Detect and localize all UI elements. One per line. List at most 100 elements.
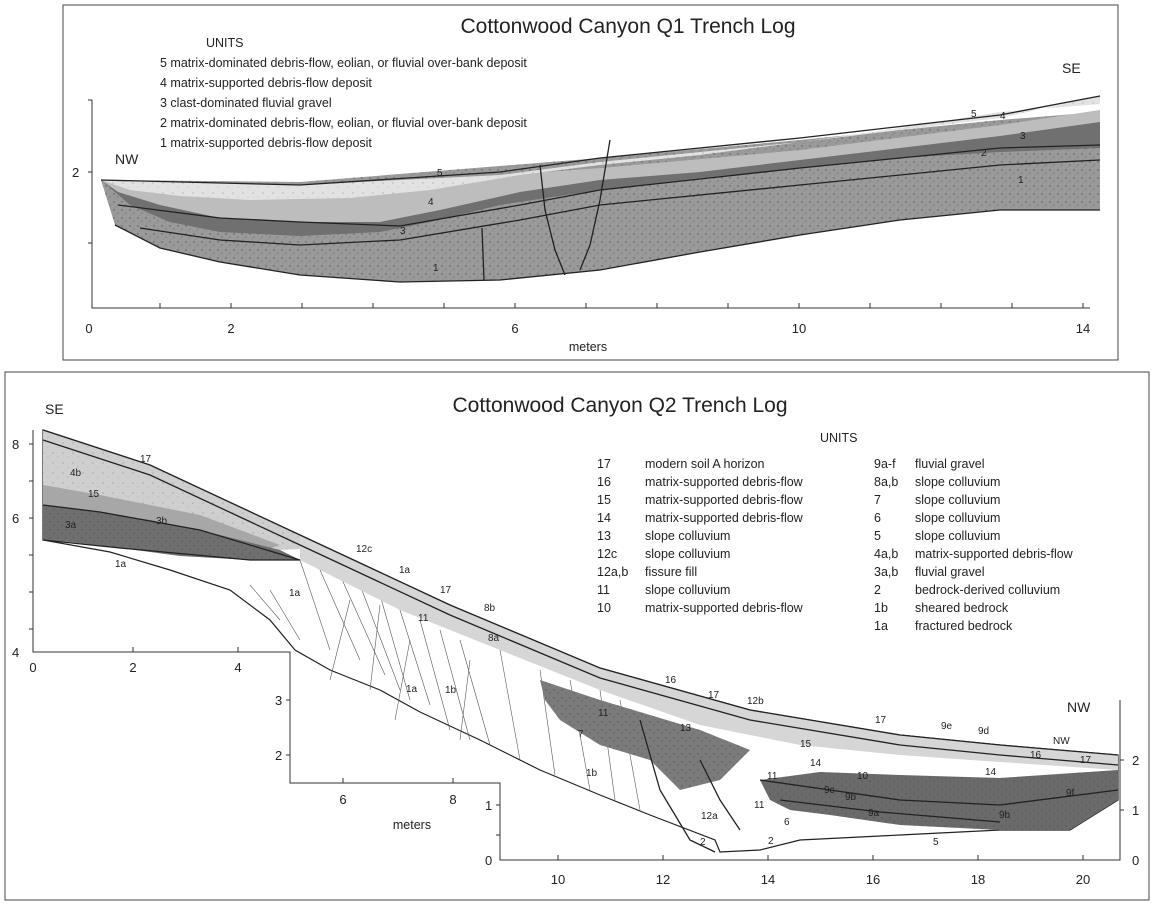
q2-unit-label-12a: 12a <box>701 811 718 822</box>
q2-unit-label-6: 6 <box>784 817 790 828</box>
q1-unit-label-1-right: 1 <box>1018 175 1024 186</box>
q2-right-x-tick-20: 20 <box>1076 872 1090 887</box>
q1-x-tick-0: 0 <box>85 321 92 336</box>
q1-x-tick-10: 10 <box>792 321 806 336</box>
q1-unit-label-3-left: 3 <box>400 226 406 237</box>
q2-unit-label-1a-low: 1a <box>406 684 418 695</box>
q2-unit-label-15: 15 <box>800 739 812 750</box>
q1-unit-label-1-left: 1 <box>433 263 439 274</box>
q2-legend-code-1b: 1b <box>874 601 888 615</box>
q2-mid-y-tick-3: 3 <box>275 693 282 708</box>
q1-unit-label-3-right: 3 <box>1020 131 1026 142</box>
q2-legend-code-5: 5 <box>874 529 881 543</box>
q2-legend-code-11: 11 <box>597 583 610 597</box>
q2-legend-desc-12ab: fissure fill <box>645 565 697 579</box>
q2-direction-nw: NW <box>1067 699 1091 715</box>
q2-legend-desc-12c: slope colluvium <box>645 547 730 561</box>
q2-left-y-tick-4: 4 <box>12 645 19 660</box>
q2-unit-label-12c: 12c <box>356 544 372 555</box>
q2-unit-label-9e: 9e <box>941 721 953 732</box>
q1-unit-label-2-right: 2 <box>981 148 987 159</box>
q2-right-y-tick-2: 2 <box>1132 753 1139 768</box>
q2-unit-label-2-right: 2 <box>768 836 774 847</box>
q2-left-x-tick-4: 4 <box>234 660 241 675</box>
q2-unit-label-17-right: 17 <box>708 690 720 701</box>
q1-legend-5: 5 matrix-dominated debris-flow, eolian, … <box>160 56 527 70</box>
q2-right-x-tick-16: 16 <box>866 872 880 887</box>
q2-direction-se: SE <box>45 401 64 417</box>
q2-legend-desc-7: slope colluvium <box>915 493 1000 507</box>
q2-unit-label-15-left: 15 <box>88 489 100 500</box>
q2-unit-label-8a: 8a <box>488 633 500 644</box>
q2-legend-desc-5: slope colluvium <box>915 529 1000 543</box>
q1-x-axis-label: meters <box>569 340 607 354</box>
q2-unit-label-1b-mid: 1b <box>445 685 457 696</box>
q1-legend-1: 1 matrix-supported debris-flow deposit <box>160 136 372 150</box>
q2-unit-label-9b-right: 9b <box>999 810 1011 821</box>
q2-title: Cottonwood Canyon Q2 Trench Log <box>452 394 787 417</box>
q2-unit-label-9a: 9a <box>868 808 880 819</box>
q1-legend-2: 2 matrix-dominated debris-flow, eolian, … <box>160 116 527 130</box>
q2-unit-label-17-far: 17 <box>875 715 887 726</box>
q2-right-x-tick-12: 12 <box>656 872 670 887</box>
q2-legend-desc-14: matrix-supported debris-flow <box>645 511 804 525</box>
q2-legend-desc-13: slope colluvium <box>645 529 730 543</box>
q2-unit-label-12b: 12b <box>747 696 764 707</box>
q1-legend-4: 4 matrix-supported debris-flow deposit <box>160 76 372 90</box>
q1-direction-se: SE <box>1062 60 1081 76</box>
q2-unit-label-9c: 9c <box>824 785 835 796</box>
q2-legend-desc-1a: fractured bedrock <box>915 619 1013 633</box>
q2-legend-desc-10: matrix-supported debris-flow <box>645 601 804 615</box>
q2-unit-label-1a-left: 1a <box>115 559 127 570</box>
q2-unit-label-7: 7 <box>578 729 584 740</box>
q2-legend-code-14: 14 <box>597 511 611 525</box>
q1-unit-label-5-right: 5 <box>971 109 977 120</box>
q2-legend-code-6: 6 <box>874 511 881 525</box>
q1-unit-label-4-left: 4 <box>428 197 434 208</box>
q2-unit-label-5: 5 <box>933 837 939 848</box>
q1-title: Cottonwood Canyon Q1 Trench Log <box>460 15 795 38</box>
q2-unit-label-3a: 3a <box>65 520 77 531</box>
q1-unit-label-4-right: 4 <box>1000 111 1006 122</box>
q1-panel: Cottonwood Canyon Q1 Trench Log UNITS 5 … <box>63 5 1118 360</box>
q2-legend-desc-2: bedrock-derived colluvium <box>915 583 1060 597</box>
q2-unit-label-17-last: 17 <box>1080 755 1092 766</box>
q2-legend-desc-15: matrix-supported debris-flow <box>645 493 804 507</box>
q2-left-y-tick-8: 8 <box>12 437 19 452</box>
q2-legend-code-16: 16 <box>597 475 611 489</box>
q2-left-y-tick-6: 6 <box>12 511 19 526</box>
q2-legend-desc-9af: fluvial gravel <box>915 457 984 471</box>
q2-right-x-tick-10: 10 <box>551 872 565 887</box>
q2-unit-label-3b: 3b <box>156 516 168 527</box>
q2-right-x-tick-18: 18 <box>971 872 985 887</box>
q2-legend-code-12c: 12c <box>597 547 617 561</box>
q2-legend-code-4ab: 4a,b <box>874 547 898 561</box>
q2-left-x-tick-0: 0 <box>29 660 36 675</box>
q2-legend-code-15: 15 <box>597 493 611 507</box>
q2-unit-label-11-mid: 11 <box>598 708 609 719</box>
q1-unit-label-5-left: 5 <box>437 168 443 179</box>
q2-unit-label-16: 16 <box>665 675 677 686</box>
q2-mid-y-tick-2: 2 <box>275 748 282 763</box>
q2-left-x-tick-2: 2 <box>129 660 136 675</box>
q2-legend-desc-16: matrix-supported debris-flow <box>645 475 804 489</box>
q2-legend-code-1a: 1a <box>874 619 888 633</box>
q1-x-tick-2: 2 <box>227 321 234 336</box>
q2-unit-label-9f: 9f <box>1066 788 1075 799</box>
q2-unit-label-11-left: 11 <box>418 613 429 624</box>
q2-unit-label-9d-top: 9d <box>978 726 989 737</box>
q2-legend-desc-1b: sheared bedrock <box>915 601 1009 615</box>
q2-legend-desc-3ab: fluvial gravel <box>915 565 984 579</box>
q2-legend-code-8ab: 8a,b <box>874 475 898 489</box>
q2-unit-label-1b-low: 1b <box>586 768 598 779</box>
q1-direction-nw: NW <box>115 151 139 167</box>
q2-legend-desc-11: slope colluvium <box>645 583 730 597</box>
q2-legend-desc-8ab: slope colluvium <box>915 475 1000 489</box>
q2-panel: Cottonwood Canyon Q2 Trench Log SE NW UN… <box>5 372 1149 900</box>
q2-legend-desc-4ab: matrix-supported debris-flow <box>915 547 1074 561</box>
q2-unit-label-17-end: NW <box>1053 736 1070 747</box>
q2-right-left-y-tick-1: 1 <box>485 798 492 813</box>
q2-right-left-y-tick-0: 0 <box>485 853 492 868</box>
q2-unit-label-1a-top: 1a <box>399 565 411 576</box>
